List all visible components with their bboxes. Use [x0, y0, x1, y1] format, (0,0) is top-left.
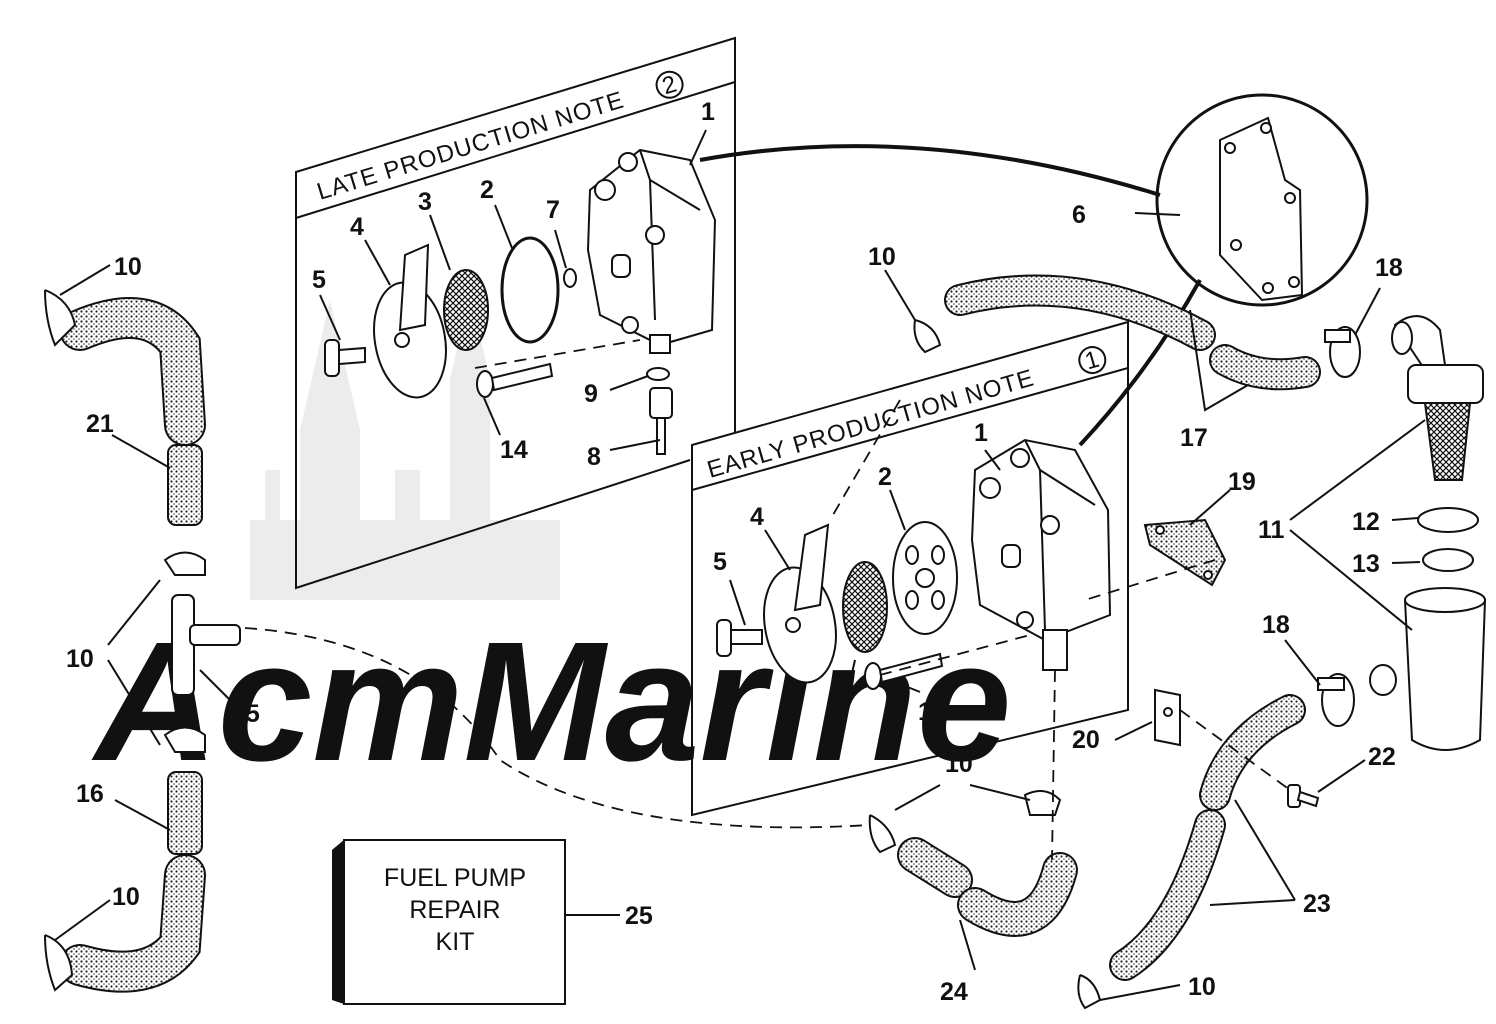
callout-20: 20: [1072, 726, 1100, 754]
callout-5-late: 5: [312, 266, 326, 294]
callout-23: 23: [1303, 890, 1331, 918]
callout-22: 22: [1368, 743, 1396, 771]
detail-leader-late: [699, 144, 1161, 197]
hose-elbow-bottom: [61, 856, 204, 991]
repair-kit-box-25: FUEL PUMP REPAIR KIT: [332, 839, 566, 1005]
callout-12: 12: [1352, 508, 1380, 536]
callout-7: 7: [546, 196, 560, 224]
late-fitting-8: [649, 387, 673, 455]
hose-16: [167, 771, 203, 855]
callout-15: 15: [232, 700, 260, 728]
callout-10-top-left: 10: [114, 253, 142, 281]
hose-21: [167, 444, 203, 526]
kit-line-1: FUEL PUMP: [384, 864, 526, 892]
callout-1-early: 1: [974, 419, 988, 447]
late-screw-5: [324, 339, 366, 377]
callout-3-early: 3: [826, 726, 840, 754]
hose-upper: [946, 276, 1214, 349]
late-fuel-pump-body: [586, 148, 717, 354]
callout-4-late: 4: [350, 213, 364, 241]
early-screw-5: [716, 619, 763, 657]
callout-4-early: 4: [750, 503, 764, 531]
early-note-number: 1: [1082, 346, 1103, 376]
early-note-circle: [1078, 346, 1107, 375]
early-screen-3: [842, 561, 888, 653]
gasket-detail-6: [1155, 93, 1369, 307]
callout-14-early: 14: [918, 698, 946, 726]
callout-10-lower-center: 10: [945, 750, 973, 778]
late-o-ring-2: [500, 236, 560, 344]
callout-10-bottom-right: 10: [1188, 973, 1216, 1001]
callout-5-early: 5: [713, 548, 727, 576]
kit-line-3: KIT: [436, 928, 475, 956]
callout-10-upper-hose: 10: [868, 243, 896, 271]
hose-17: [1211, 346, 1319, 389]
callout-14-late: 14: [500, 436, 528, 464]
early-screw-14: [864, 652, 944, 690]
callout-1-late: 1: [701, 98, 715, 126]
callout-13: 13: [1352, 550, 1380, 578]
dashed-assembly-lines: [244, 339, 1291, 861]
clamps-18: [1317, 326, 1361, 727]
bracket-20: [1154, 688, 1181, 747]
detail-leader-early: [1078, 279, 1202, 447]
early-cover-4: [763, 523, 837, 684]
callout-19: 19: [1228, 468, 1256, 496]
hose-23-lower: [1111, 811, 1224, 979]
early-diaphragm-2: [892, 521, 958, 635]
kit-line-2: REPAIR: [409, 896, 500, 924]
hose-24: [959, 854, 1076, 935]
callout-24: 24: [940, 978, 968, 1006]
late-cover-4: [373, 243, 447, 399]
late-screw-14: [476, 362, 554, 398]
gasket-19: [1143, 518, 1227, 587]
callout-2-late: 2: [480, 176, 494, 204]
leader-lines: [54, 129, 1426, 1001]
callout-9: 9: [584, 380, 598, 408]
callout-2-early: 2: [878, 463, 892, 491]
late-o-ring-9: [646, 367, 670, 381]
callout-3-late: 3: [418, 188, 432, 216]
callout-25: 25: [625, 902, 653, 930]
callout-8: 8: [587, 443, 601, 471]
callout-10-mid-left: 10: [66, 645, 94, 673]
late-screen-3: [443, 269, 489, 351]
callout-17: 17: [1180, 424, 1208, 452]
callout-11: 11: [1258, 516, 1285, 544]
late-note-circle: [655, 70, 684, 99]
fuel-filter-11: [1369, 315, 1487, 751]
callout-10-bottom-left: 10: [112, 883, 140, 911]
hose-21-elbow-top: [61, 299, 204, 444]
callout-18-mid: 18: [1262, 611, 1290, 639]
callout-16: 16: [76, 780, 104, 808]
callout-6: 6: [1072, 201, 1086, 229]
screw-22: [1287, 784, 1320, 808]
hose-23-upper: [1201, 696, 1304, 809]
late-note-title: LATE PRODUCTION NOTE: [314, 86, 628, 205]
tee-fitting-15: [171, 594, 241, 696]
early-fuel-pump-body: [970, 438, 1112, 671]
hose-24-short: [899, 839, 971, 896]
hose-clamps-10: [44, 289, 1102, 1010]
callout-21: 21: [86, 410, 114, 438]
late-o-ring-7: [563, 268, 577, 288]
callout-18-top: 18: [1375, 254, 1403, 282]
